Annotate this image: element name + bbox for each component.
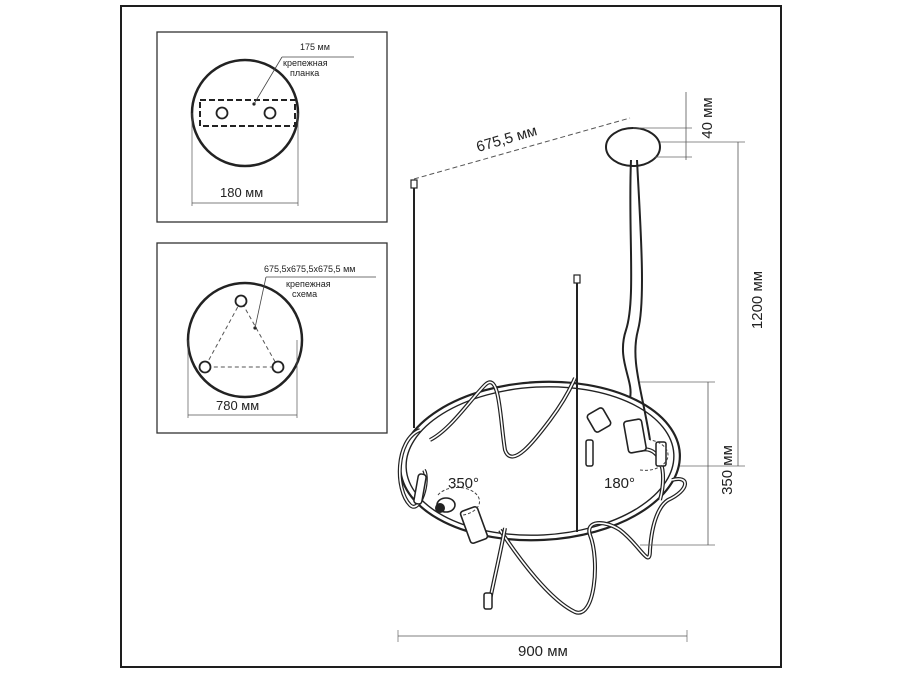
rotation-left-label: 350°	[448, 475, 479, 492]
mount-part-label-1: крепежная	[283, 58, 328, 68]
spotlight-left	[413, 473, 489, 545]
mount-part-label-2: планка	[290, 68, 319, 78]
loop-top-left	[429, 377, 577, 459]
screw-hole-left	[215, 106, 229, 120]
loop-top-left-inner	[429, 377, 576, 458]
inset-scheme-frame	[156, 242, 388, 434]
span-dimension-line	[413, 117, 631, 180]
spotlight-right	[585, 407, 667, 467]
scheme-size-label: 675,5x675,5x675,5 мм	[264, 264, 355, 274]
canopy	[605, 127, 661, 167]
mount-width-label: 175 мм	[300, 42, 330, 52]
inset-mounting-frame	[156, 31, 388, 223]
canopy-height-label: 40 мм	[699, 97, 716, 138]
scheme-part-label-2: схема	[292, 289, 317, 299]
scheme-diameter-label: 780 мм	[216, 398, 259, 413]
mount-diameter-label: 180 мм	[220, 185, 263, 200]
mounting-bar	[199, 99, 296, 127]
cable-right	[634, 159, 651, 441]
main-ring-outer	[399, 380, 681, 542]
drop-label: 1200 мм	[749, 271, 766, 329]
drawing-border	[120, 5, 782, 668]
scheme-part-label-1: крепежная	[286, 279, 331, 289]
inset-mounting-scheme: 675,5x675,5x675,5 мм крепежная схема 780…	[156, 242, 388, 434]
inset-mounting-plate: 175 мм крепежная планка 180 мм	[156, 31, 388, 223]
leader-line-scheme	[254, 276, 267, 329]
rotation-arc-right	[639, 439, 669, 471]
leader-line-bar	[253, 56, 283, 105]
cable-clip-center	[573, 274, 581, 284]
loop-bottom-inner	[499, 478, 686, 614]
fixture-drawing: 675,5 мм 40 мм	[397, 92, 766, 660]
rotation-arc-left	[437, 486, 480, 516]
suspension-point-right	[271, 360, 285, 374]
body-height-label: 350 мм	[719, 445, 736, 495]
span-label: 675,5 мм	[474, 122, 539, 156]
suspension-point-top	[234, 294, 248, 308]
rotation-right-label: 180°	[604, 475, 635, 492]
width-label: 900 мм	[518, 643, 568, 660]
mounting-triangle	[204, 299, 279, 368]
suspension-point-left	[198, 360, 212, 374]
main-ring-inner	[405, 386, 675, 536]
spot-small-bottom	[483, 592, 493, 610]
screw-hole-right	[263, 106, 277, 120]
cable-clip-left	[410, 179, 418, 189]
power-cord	[621, 159, 633, 399]
